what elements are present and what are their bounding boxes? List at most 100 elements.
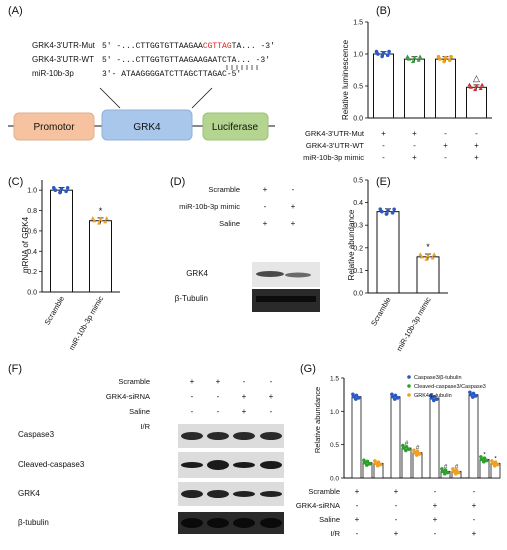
chart-g-data-point	[373, 461, 378, 466]
chart-c-y-tick-label: 0.4	[27, 249, 37, 256]
chart-b-sign: -	[413, 141, 416, 150]
chart-g-bar	[390, 396, 401, 479]
chart-c-data-point	[53, 188, 58, 192]
chart-g-legend-label: GRK4/β-tubulin	[414, 393, 452, 399]
chart-b-data-point	[474, 83, 479, 88]
chart-b-data-point	[447, 58, 452, 63]
chart-g-legend-label: Cleaved-caspase3/Caspase3	[414, 384, 486, 390]
chart-g-sign: +	[472, 529, 477, 538]
panel-c-label: (C)	[8, 176, 23, 188]
chart-g-data-point	[442, 471, 447, 476]
blot-d-grk4-band-2	[285, 272, 311, 278]
panel-a-label: (A)	[8, 5, 23, 17]
chart-b-sign: +	[474, 153, 479, 162]
chart-b-ylabel: Relative luminescence	[341, 39, 350, 120]
chart-b-data-point	[443, 56, 448, 60]
chart-c-y-tick-label: 0.6	[27, 228, 37, 235]
chart-b-bar	[466, 86, 487, 119]
chart-g-row-label: Saline	[319, 515, 340, 524]
chart-g-data-point	[451, 469, 456, 474]
chart-g-data-point	[378, 462, 383, 467]
chart-b-data-point	[380, 54, 384, 59]
chart-b-bar	[404, 58, 425, 119]
chart-b-y-tick-label: 1.0	[353, 52, 363, 59]
chart-g-data-point	[468, 392, 473, 397]
chart-g-data-point	[362, 460, 367, 465]
chart-g-row-label: I/R	[330, 529, 340, 538]
chart-e-data-point	[386, 208, 390, 213]
chart-b-data-point	[418, 54, 423, 59]
chart-b-row-label: GRK4-3'UTR-WT	[306, 141, 365, 150]
chart-g-legend-marker	[407, 393, 411, 397]
panel-f-sign: +	[242, 407, 247, 416]
blot-f-grk4-band	[233, 491, 255, 497]
chart-b-sign: -	[475, 129, 478, 138]
panel-f-row-label: Saline	[129, 407, 150, 416]
panel-d-sign: +	[263, 185, 268, 194]
chart-g-sign: +	[394, 529, 399, 538]
chart-g-sign: +	[355, 515, 360, 524]
chart-b-data-point	[412, 55, 417, 60]
panel-f-label: (F)	[8, 363, 22, 375]
blot-d-grk4-label: GRK4	[186, 269, 208, 278]
panel-f-sign: -	[270, 377, 273, 386]
grk4-box	[101, 109, 193, 141]
chart-b-data-point	[387, 49, 391, 54]
chart-g-data-point	[364, 463, 369, 467]
chart-b-data-point	[478, 86, 483, 90]
chart-e-y-tick-label: 0.1	[353, 268, 363, 275]
chart-b-data-point	[411, 59, 416, 64]
panel-e: (E) Relative abundance 0.00.10.20.30.40.…	[347, 176, 448, 353]
chart-g-annotation: #	[444, 463, 448, 470]
blot-f-beta-tubulin-band	[207, 518, 229, 528]
chart-g-data-point	[367, 462, 372, 466]
chart-g-bar	[468, 394, 479, 479]
chart-c-y-tick-label: 0.2	[27, 269, 37, 276]
chart-b-data-point	[449, 54, 453, 59]
base-pair-ticks	[226, 65, 258, 70]
panel-d-row-label: Scramble	[208, 185, 240, 194]
panel-d-label: (D)	[170, 176, 185, 188]
chart-g-data-point	[365, 459, 370, 464]
luciferase-box	[202, 112, 269, 141]
chart-g-data-point	[481, 459, 486, 464]
chart-b-bar	[435, 58, 456, 119]
chart-g-data-point	[403, 448, 408, 453]
chart-e-y-tick-label: 0.0	[353, 291, 363, 298]
chart-c-category-label: Scramble	[43, 295, 67, 327]
chart-c-data-point	[58, 190, 62, 195]
chart-b-data-point	[416, 58, 421, 62]
chart-g-sign: +	[433, 515, 438, 524]
chart-g-data-point	[412, 450, 417, 455]
chart-g-data-point	[390, 394, 395, 399]
chart-g-data-point	[432, 394, 437, 399]
chart-e-data-point	[419, 254, 424, 259]
panel-f: (F) Scramble++--GRK4-siRNA--++Saline--+-…	[8, 363, 284, 534]
chart-g-data-point	[470, 395, 475, 399]
blot-f-beta-tubulin-band	[260, 518, 282, 528]
chart-g-data-point	[482, 456, 487, 460]
chart-c-data-point	[103, 219, 108, 224]
chart-b-sign: -	[444, 129, 447, 138]
chart-e-data-point	[380, 209, 384, 214]
chart-c-data-point	[92, 218, 97, 223]
chart-e-y-tick-label: 0.5	[353, 178, 363, 185]
chart-c-data-point	[98, 217, 103, 222]
chart-g-data-point	[375, 463, 380, 468]
chart-c-y-tick-label: 0.0	[27, 290, 37, 297]
panel-f-blots	[178, 424, 284, 534]
chart-g-sign: -	[473, 515, 476, 524]
chart-g-legend: Caspase3/β-tubulinCleaved-caspase3/Caspa…	[407, 375, 486, 399]
chart-b-condition-table: GRK4-3'UTR-Mut++--GRK4-3'UTR-WT--++miR-1…	[303, 129, 479, 162]
chart-g-ylabel: Relative abundance	[313, 387, 322, 453]
chart-g-data-point	[484, 458, 489, 463]
blot-f-beta-tubulin-band	[181, 518, 203, 528]
chart-b-sign: -	[382, 153, 385, 162]
chart-g-data-point	[471, 391, 476, 396]
chart-g-legend-marker	[407, 384, 411, 388]
chart-b-sign: -	[444, 153, 447, 162]
chart-c-category-label: miR-10b-3p mimic	[67, 294, 105, 351]
panel-f-row-label: GRK4-siRNA	[106, 392, 150, 401]
chart-g-data-point	[473, 394, 478, 398]
chart-e-data-point	[430, 255, 435, 260]
